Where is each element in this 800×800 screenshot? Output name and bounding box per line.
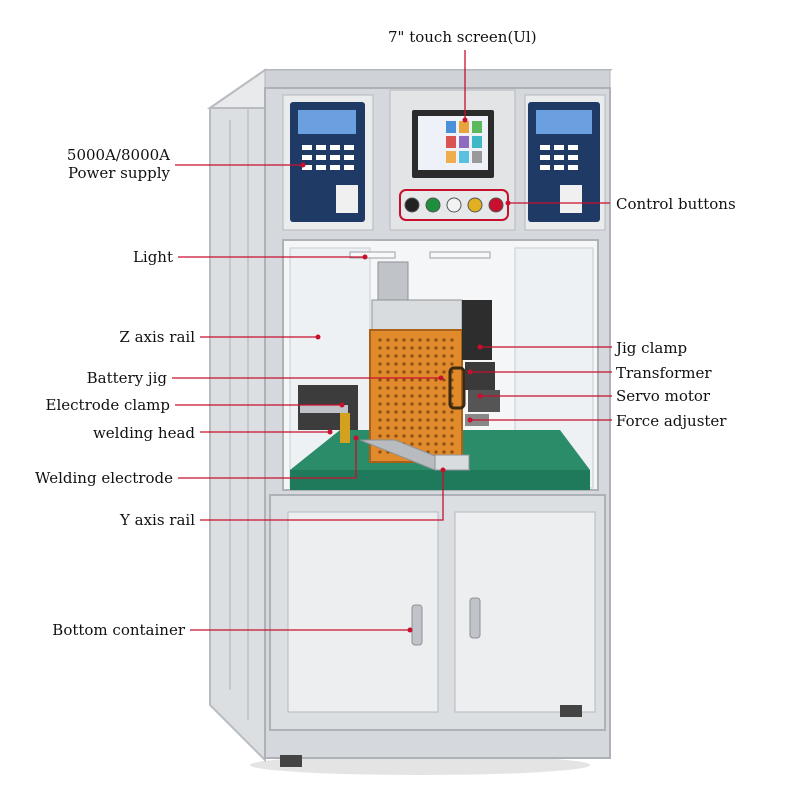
red-button <box>488 197 504 213</box>
label-power-supply-line1: 5000A/8000A <box>66 146 170 164</box>
label-control-buttons: Control buttons <box>616 195 736 213</box>
grid-icon-5 <box>459 136 469 148</box>
z-axis-carriage <box>371 299 463 333</box>
welding-electrode <box>340 413 350 443</box>
label-y-axis-rail: Y axis rail <box>119 511 195 529</box>
touch-screen-app-grid <box>446 121 482 163</box>
label-power-supply-line2: Power supply <box>67 164 170 182</box>
right-light <box>429 251 491 259</box>
right-power-display <box>536 110 592 134</box>
right-door-handle <box>469 597 481 639</box>
white-button <box>446 197 462 213</box>
grid-icon-9 <box>472 151 482 163</box>
right-breaker <box>560 185 582 213</box>
control-button-row <box>404 197 504 213</box>
label-electrode-clamp: Electrode clamp <box>45 396 170 414</box>
left-light <box>349 251 396 259</box>
yellow-button <box>467 197 483 213</box>
label-servo-motor: Servo motor <box>616 387 711 405</box>
label-jig-clamp: Jig clamp <box>616 339 688 357</box>
y-axis-slide <box>434 454 470 471</box>
label-bottom-container: Bottom container <box>52 621 185 639</box>
leader-y-axis-rail <box>200 470 444 521</box>
electrode-clamp <box>300 405 348 413</box>
grid-icon-4 <box>446 136 456 148</box>
grid-icon-3 <box>472 121 482 133</box>
left-side-panel <box>209 68 266 763</box>
label-touch-screen: 7" touch screen(Ul) <box>388 28 537 46</box>
left-door-handle <box>411 604 423 646</box>
leader-lines <box>172 50 612 633</box>
label-z-axis-rail: Z axis rail <box>119 328 195 346</box>
grid-icon-6 <box>472 136 482 148</box>
label-light: Light <box>132 248 173 266</box>
jig-clamp <box>462 300 492 360</box>
work-floor <box>290 470 590 490</box>
wheel-right <box>560 705 582 717</box>
grid-icon-1 <box>446 121 456 133</box>
grid-icon-2 <box>459 121 469 133</box>
label-welding-head: welding head <box>92 424 195 442</box>
left-power-display <box>298 110 356 134</box>
label-transformer: Transformer <box>616 364 712 382</box>
wheel-left <box>280 755 302 767</box>
right-power-keypad <box>540 145 578 170</box>
label-battery-jig: Battery jig <box>86 369 167 387</box>
leader-welding-electrode <box>178 438 357 479</box>
transformer <box>465 362 495 390</box>
bottom-right-door <box>454 511 596 713</box>
battery-jig-cells <box>376 336 456 456</box>
black-button <box>404 197 420 213</box>
jig-handle <box>448 366 466 410</box>
grid-icon-8 <box>459 151 469 163</box>
floor-shadow <box>250 755 590 775</box>
left-breaker <box>336 185 358 213</box>
label-welding-electrode: Welding electrode <box>35 469 173 487</box>
green-button <box>425 197 441 213</box>
left-power-keypad <box>302 145 354 170</box>
grid-icon-7 <box>446 151 456 163</box>
servo-motor <box>468 390 500 412</box>
label-force-adjuster: Force adjuster <box>616 412 727 430</box>
